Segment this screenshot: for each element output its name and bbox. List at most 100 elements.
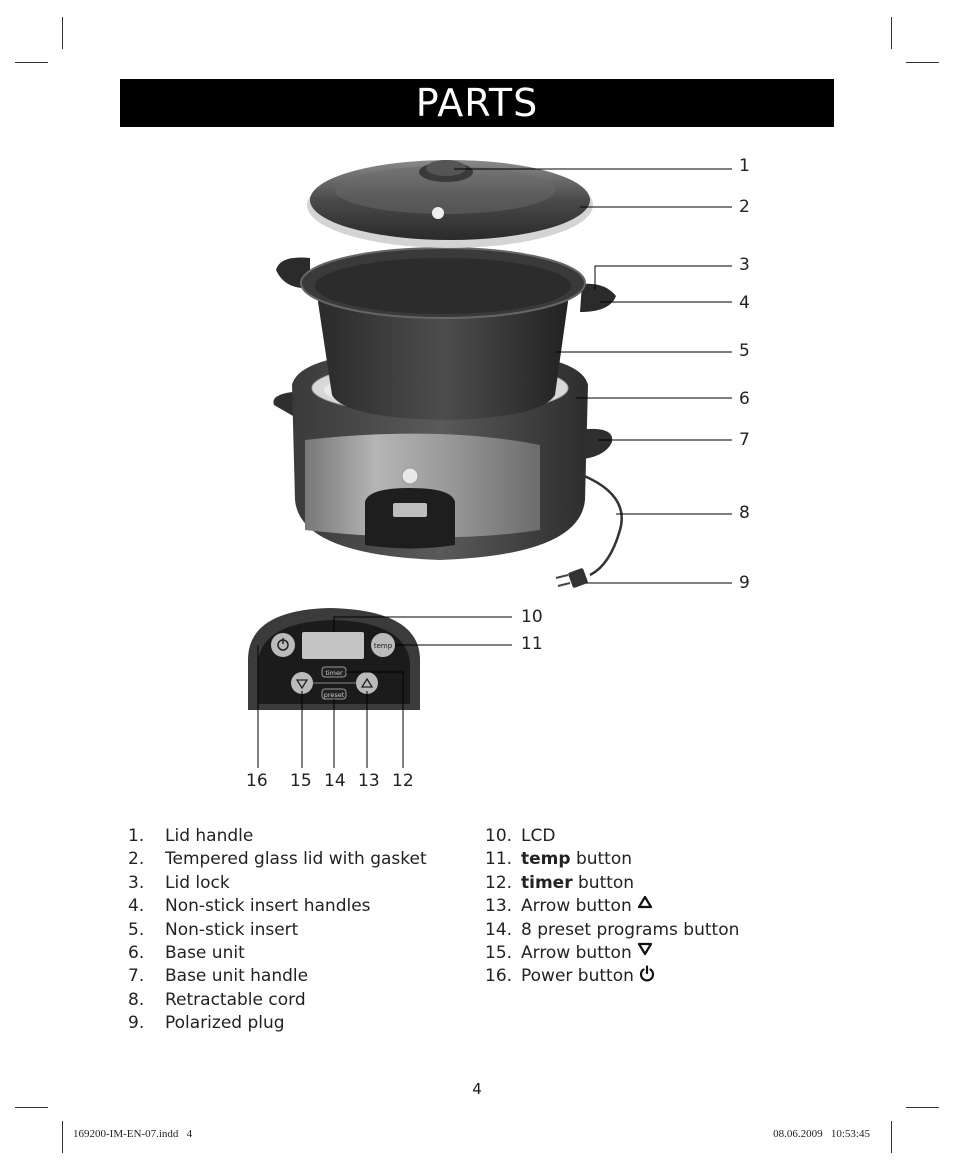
power-icon <box>639 965 654 982</box>
item-label: 8 preset programs button <box>521 919 740 940</box>
page-number: 4 <box>472 1080 482 1098</box>
callout-4: 4 <box>739 293 750 313</box>
list-item: 9. Polarized plug <box>128 1012 427 1035</box>
list-item: 4. Non-stick insert handles <box>128 895 427 918</box>
list-item: 16. Power button <box>485 965 739 988</box>
crop-mark <box>891 1121 892 1153</box>
temp-button: temp <box>371 633 395 657</box>
callout-11: 11 <box>521 634 543 654</box>
item-number: 9. <box>128 1013 145 1034</box>
callout-15: 15 <box>290 771 312 791</box>
callout-3: 3 <box>739 255 750 275</box>
footer-file-name: 169200-IM-EN-07.indd 4 <box>73 1128 193 1140</box>
callout-6: 6 <box>739 389 750 409</box>
item-number: 6. <box>128 943 145 964</box>
crop-mark <box>906 1107 939 1108</box>
list-item: 8. Retractable cord <box>128 989 427 1012</box>
non-stick-insert <box>276 247 616 420</box>
list-item: 15. Arrow button <box>485 942 739 965</box>
item-label: Base unit <box>165 943 245 964</box>
lcd <box>302 632 364 659</box>
callout-16: 16 <box>246 771 268 791</box>
item-number: 7. <box>128 966 145 987</box>
list-item: 6. Base unit <box>128 942 427 965</box>
item-number: 16. <box>485 966 513 987</box>
list-item: 12. timer button <box>485 872 739 895</box>
item-label: Retractable cord <box>165 989 306 1010</box>
preset-button: preset <box>321 688 347 700</box>
callout-7: 7 <box>739 430 750 450</box>
temp-button-label: temp <box>374 642 393 650</box>
list-item: 1. Lid handle <box>128 825 427 848</box>
crop-mark <box>15 1107 48 1108</box>
callout-9: 9 <box>739 573 750 593</box>
item-label: button <box>572 872 635 893</box>
arrow-down-button <box>291 672 313 694</box>
cord <box>555 473 623 588</box>
crop-mark <box>62 17 63 49</box>
item-label: Non-stick insert handles <box>165 896 371 917</box>
crop-mark <box>15 62 48 63</box>
callout-1: 1 <box>739 156 750 176</box>
list-item: 2. Tempered glass lid with gasket <box>128 848 427 871</box>
timer-button: timer <box>321 666 347 678</box>
list-item: 13. Arrow button <box>485 895 739 918</box>
callout-12: 12 <box>392 771 414 791</box>
item-number: 10. <box>485 826 513 846</box>
lid <box>307 160 593 248</box>
item-number: 15. <box>485 943 513 964</box>
list-item: 7. Base unit handle <box>128 965 427 988</box>
callout-10: 10 <box>521 607 543 627</box>
footer-timestamp: 08.06.2009 10:53:45 <box>773 1128 870 1140</box>
arrow-down-icon <box>637 942 652 956</box>
item-number: 4. <box>128 896 145 917</box>
item-label: Lid lock <box>165 872 230 893</box>
item-label: Arrow button <box>521 943 632 964</box>
item-number: 1. <box>128 826 145 846</box>
section-header: PARTS <box>120 79 834 127</box>
arrow-up-icon <box>637 896 652 909</box>
item-label: LCD <box>521 826 556 846</box>
item-label: button <box>570 849 633 870</box>
callout-lines <box>454 168 732 584</box>
item-label: Arrow button <box>521 896 632 917</box>
slow-cooker-diagram: temp timer preset <box>248 160 732 768</box>
item-label: Non-stick insert <box>165 919 299 940</box>
power-button <box>271 633 295 657</box>
item-number: 12. <box>485 872 513 893</box>
item-number: 13. <box>485 896 513 917</box>
arrow-up-button <box>356 672 378 694</box>
item-number: 2. <box>128 849 145 870</box>
item-label: Base unit handle <box>165 966 309 987</box>
item-number: 5. <box>128 919 145 940</box>
callout-5: 5 <box>739 341 750 361</box>
crop-mark <box>62 1121 63 1153</box>
item-number: 11. <box>485 849 513 870</box>
list-item: 11. temp button <box>485 848 739 871</box>
item-number: 8. <box>128 989 145 1010</box>
callout-2: 2 <box>739 197 750 217</box>
list-item: 5. Non-stick insert <box>128 919 427 942</box>
control-panel-closeup: temp timer preset <box>248 608 420 710</box>
callout-14: 14 <box>324 771 346 791</box>
callout-13: 13 <box>358 771 380 791</box>
parts-list-right: 10. LCD 11. temp button 12. timer button 13… <box>485 825 739 989</box>
item-number: 14. <box>485 919 513 940</box>
list-item: 10. LCD <box>485 825 739 848</box>
item-bold-label: timer <box>521 872 573 893</box>
crop-mark <box>906 62 939 63</box>
preset-button-label: preset <box>324 691 345 699</box>
page-title: PARTS <box>415 81 539 125</box>
item-label: Power button <box>521 966 634 987</box>
list-item: 3. Lid lock <box>128 872 427 895</box>
parts-list-left: 1. Lid handle 2. Tempered glass lid with g… <box>128 825 427 1036</box>
item-label: Lid handle <box>165 826 254 846</box>
item-number: 3. <box>128 872 145 893</box>
panel-callout-lines <box>257 616 512 768</box>
timer-button-label: timer <box>325 669 343 677</box>
item-bold-label: temp <box>521 849 571 870</box>
item-label: Polarized plug <box>165 1013 285 1034</box>
crop-mark <box>891 17 892 49</box>
list-item: 14. 8 preset programs button <box>485 919 739 942</box>
item-label: Tempered glass lid with gasket <box>165 849 427 870</box>
